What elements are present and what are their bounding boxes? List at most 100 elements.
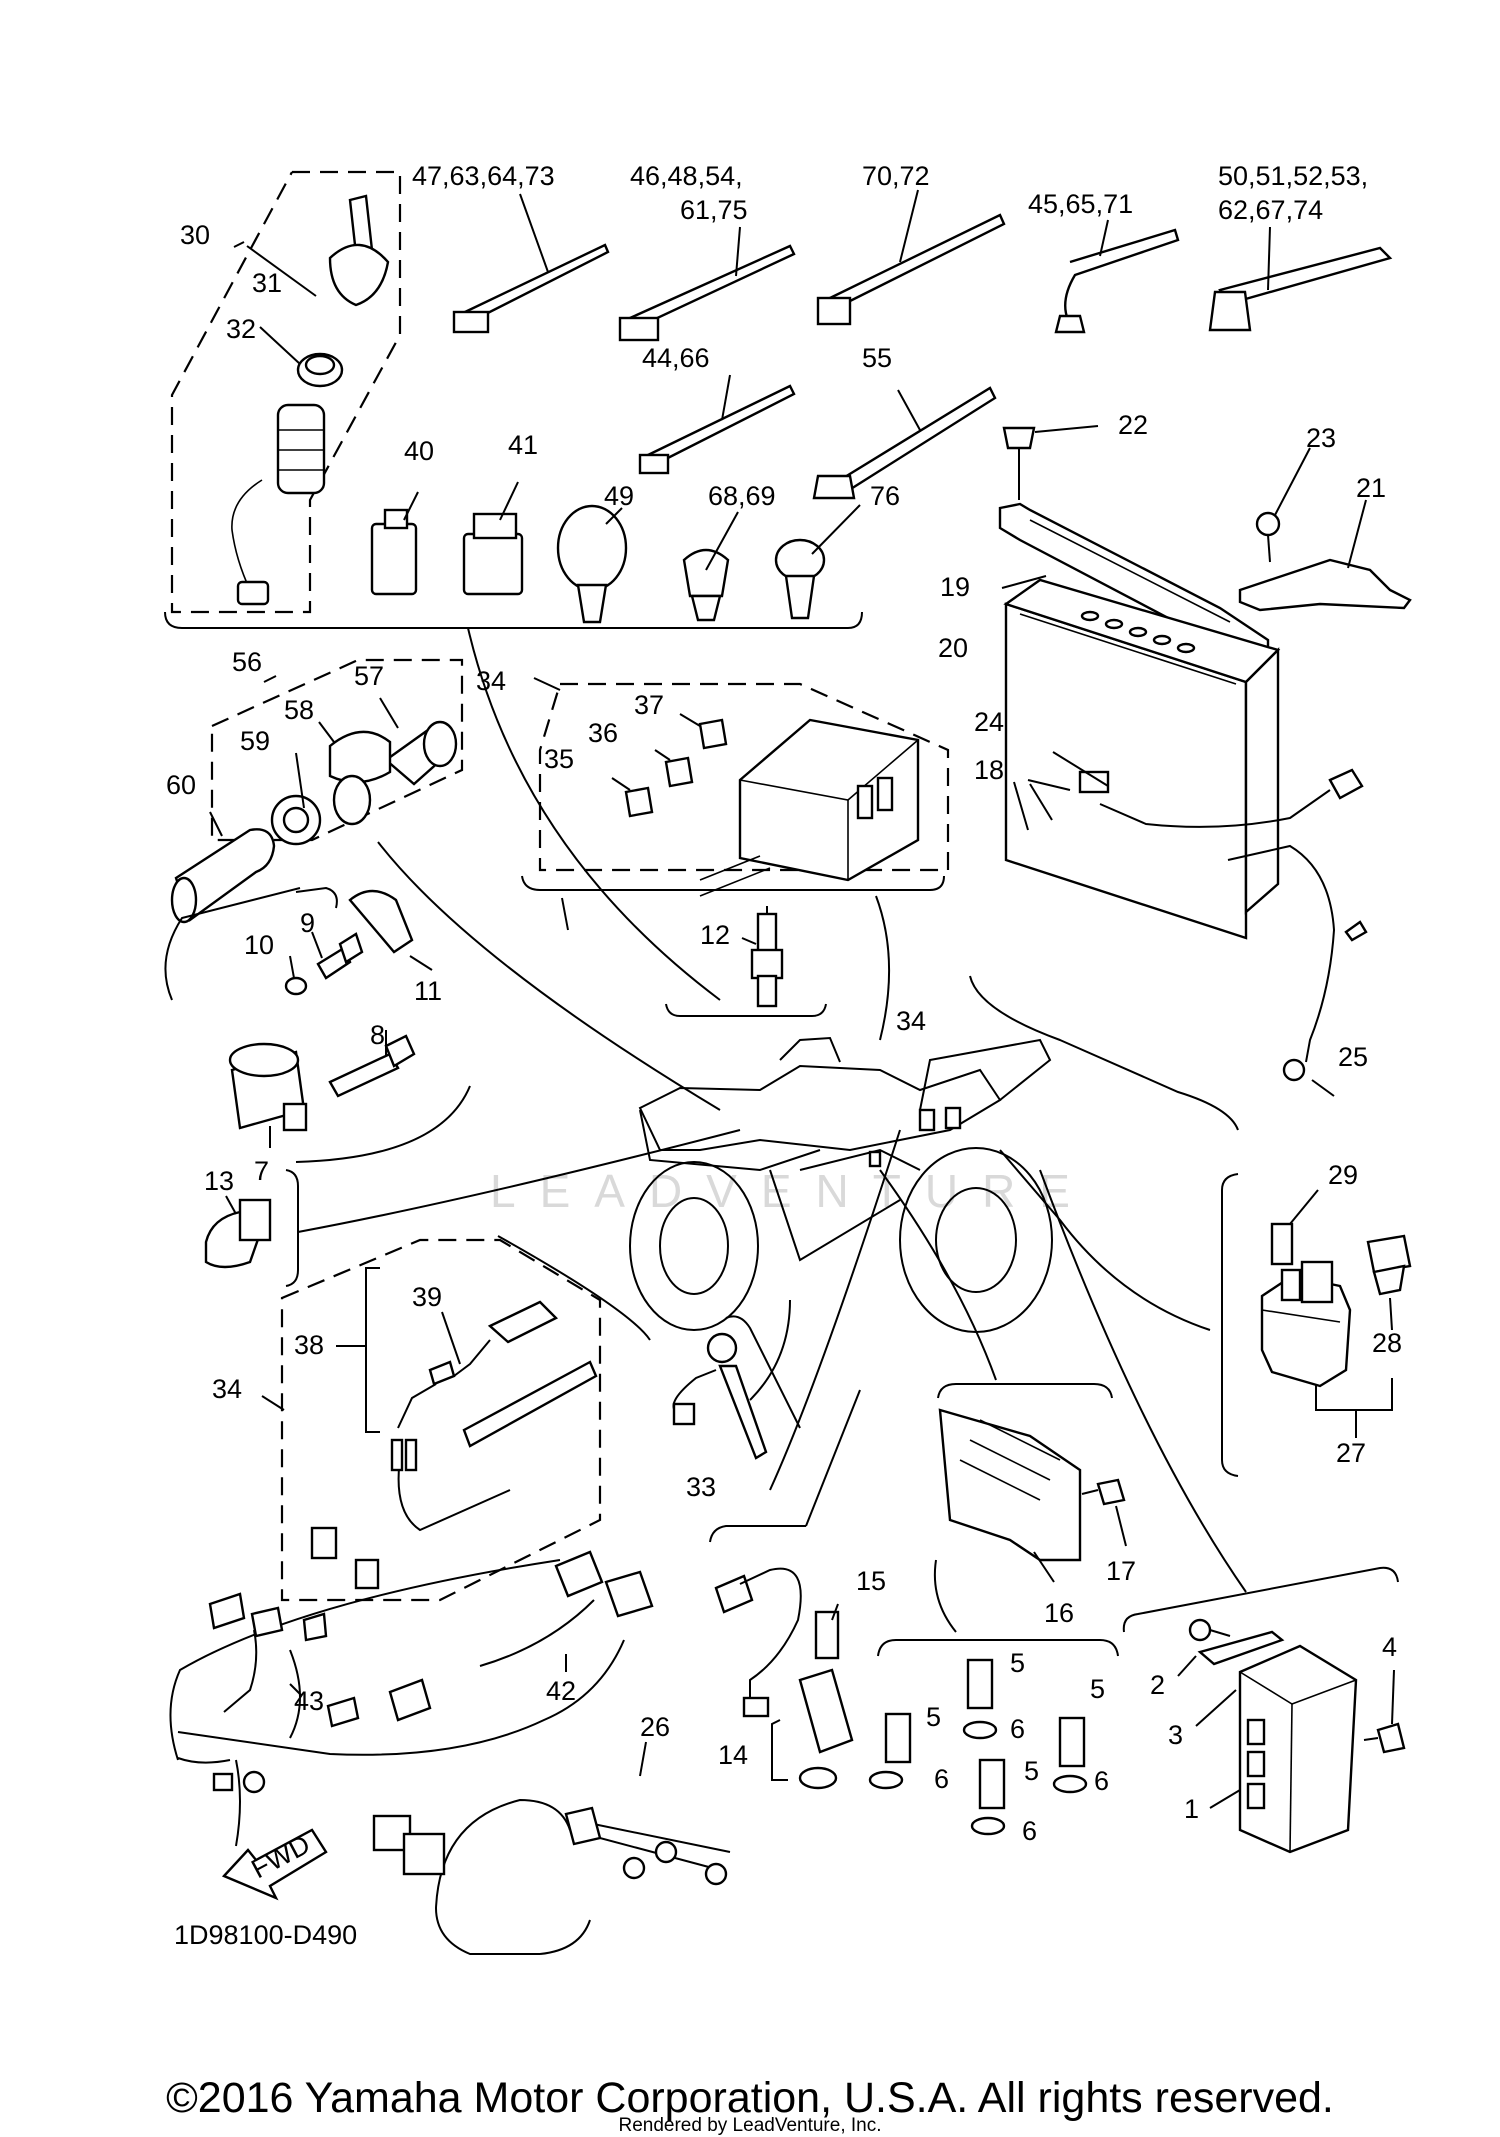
callout-33: 33 xyxy=(686,1472,716,1502)
spark-plug-group xyxy=(665,906,827,1017)
bolt-9-part xyxy=(316,946,352,980)
clamp-76-part xyxy=(774,538,826,582)
callout-5b: 5 xyxy=(926,1702,941,1732)
relay-40-part xyxy=(370,522,418,596)
callout-34-mid: 34 xyxy=(896,1006,926,1036)
callout-45-65-71: 45,65,71 xyxy=(1028,189,1133,219)
fuse-box-part xyxy=(738,718,920,882)
callout-38: 38 xyxy=(294,1330,324,1360)
callout-55: 55 xyxy=(862,343,892,373)
callout-26: 26 xyxy=(640,1712,670,1742)
watermark: LEADVENTURE xyxy=(490,1165,1094,1217)
callout-13: 13 xyxy=(204,1166,234,1196)
callout-34-top: 34 xyxy=(476,666,506,696)
callout-36: 36 xyxy=(588,718,618,748)
cable-tie-55-part xyxy=(838,386,997,494)
fwd-arrow: FWD xyxy=(221,1828,328,1901)
cable-tie-44-part xyxy=(646,384,796,467)
clip-68-69-part xyxy=(682,548,730,598)
callout-8: 8 xyxy=(370,1020,385,1050)
hose-11-part xyxy=(348,889,414,954)
callout-6b: 6 xyxy=(934,1764,949,1794)
wire-harness-group xyxy=(169,1550,654,1847)
callout-25: 25 xyxy=(1338,1042,1368,1072)
callout-4: 4 xyxy=(1382,1632,1397,1662)
callout-58: 58 xyxy=(284,695,314,725)
callout-15: 15 xyxy=(856,1566,886,1596)
callout-5c: 5 xyxy=(1090,1674,1105,1704)
sensor-13-group xyxy=(204,1129,741,1287)
callout-2: 2 xyxy=(1150,1670,1165,1700)
atv-illustration xyxy=(629,1036,1053,1333)
callout-17: 17 xyxy=(1106,1556,1136,1586)
callout-37: 37 xyxy=(634,690,664,720)
callout-35: 35 xyxy=(544,744,574,774)
callout-24: 24 xyxy=(974,707,1004,737)
clamp-49-part xyxy=(556,504,628,592)
copyright-notice: ©2016 Yamaha Motor Corporation, U.S.A. A… xyxy=(166,2074,1334,2122)
callout-57: 57 xyxy=(354,661,384,691)
callout-30: 30 xyxy=(180,220,210,250)
callout-40: 40 xyxy=(404,436,434,466)
accessory-60-part xyxy=(174,828,276,922)
callout-68-69: 68,69 xyxy=(708,481,776,511)
callout-31: 31 xyxy=(252,268,282,298)
bracket-3-part xyxy=(1197,1630,1285,1666)
screw-2-part xyxy=(1188,1618,1212,1642)
fuse-37-part xyxy=(698,718,728,750)
cable-tie-70-part xyxy=(828,213,1006,310)
bolt-22-part xyxy=(1002,426,1036,450)
bolt-5-part xyxy=(966,1658,994,1710)
sensor-33-part xyxy=(706,1332,738,1364)
callout-39: 39 xyxy=(412,1282,442,1312)
callout-49: 49 xyxy=(604,481,634,511)
bolt-17-part xyxy=(1096,1478,1126,1506)
callout-29: 29 xyxy=(1328,1160,1358,1190)
connector-43-part xyxy=(208,1592,246,1630)
spark-plug-part xyxy=(756,912,778,956)
ignition-switch-part xyxy=(276,403,326,495)
callout-32: 32 xyxy=(226,314,256,344)
callout-10: 10 xyxy=(244,930,274,960)
cap-58-part xyxy=(328,730,392,784)
rendered-by-credit: Rendered by LeadVenture, Inc. xyxy=(618,2115,882,2136)
battery-cover-part xyxy=(1238,558,1412,612)
sensor-14-group xyxy=(709,1129,901,1790)
callout-59: 59 xyxy=(240,726,270,756)
connector-4-part xyxy=(1376,1722,1406,1754)
callout-46-line2: 61,75 xyxy=(680,195,748,225)
bolt-29-part xyxy=(1270,1222,1294,1266)
callout-9: 9 xyxy=(300,908,315,938)
diagram-code: 1D98100-D490 xyxy=(174,1920,357,1950)
callout-46-line1: 46,48,54, xyxy=(630,161,743,191)
fuse-box-group xyxy=(521,677,950,1041)
socket-group xyxy=(170,658,721,1111)
callout-11: 11 xyxy=(414,976,442,1006)
callout-18: 18 xyxy=(974,755,1004,785)
callout-5d: 5 xyxy=(1024,1756,1039,1786)
cdi-unit-part xyxy=(1238,1644,1358,1854)
callout-16: 16 xyxy=(1044,1598,1074,1628)
sensor-14-part xyxy=(798,1668,854,1754)
callout-44-66: 44,66 xyxy=(642,343,710,373)
callout-34-left: 34 xyxy=(212,1374,242,1404)
callout-6d: 6 xyxy=(1022,1816,1037,1846)
callout-1: 1 xyxy=(1184,1794,1199,1824)
callout-12: 12 xyxy=(700,920,730,950)
cable-tie-45-part xyxy=(1064,228,1180,321)
callout-20: 20 xyxy=(938,633,968,663)
callout-56: 56 xyxy=(232,647,262,677)
battery-cable-24 xyxy=(1099,789,1331,828)
callout-43: 43 xyxy=(294,1686,324,1716)
fuse-35-part xyxy=(624,786,654,818)
plug-cap-8-part xyxy=(328,1052,400,1098)
battery-cable-25 xyxy=(1227,844,1336,1063)
callout-76: 76 xyxy=(870,481,900,511)
callout-47: 47,63,64,73 xyxy=(412,161,555,191)
rectifier-group xyxy=(879,1169,1127,1583)
callout-6a: 6 xyxy=(1010,1714,1025,1744)
callout-27: 27 xyxy=(1336,1438,1366,1468)
callout-70-72: 70,72 xyxy=(862,161,930,191)
washer-6-part xyxy=(962,1720,998,1740)
